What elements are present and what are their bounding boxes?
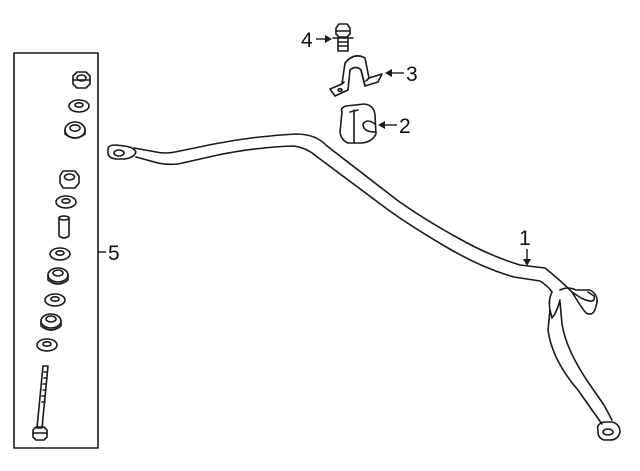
nut-icon [59,170,80,189]
link-kit-group [13,52,99,449]
link-kit-box [13,52,99,449]
bushing-icon [47,267,69,285]
callout-1: 1 [519,227,531,250]
nut-icon [72,71,91,89]
washer-icon [68,99,90,113]
washer-icon [36,338,58,352]
sleeve-icon [58,215,70,239]
bracket-icon [329,55,383,97]
arrowhead-4 [325,35,332,43]
bolt-icon [332,23,354,52]
bolt-icon [32,365,49,441]
leader-lines [98,35,531,266]
washer-icon [49,247,71,261]
arrowhead-3 [385,69,392,77]
arrowhead-1 [523,259,531,266]
callout-3: 3 [406,63,418,86]
stabilizer-bar-icon [107,133,621,441]
arrowhead-2 [378,121,385,129]
callout-2: 2 [399,115,411,138]
washer-icon [44,293,66,307]
bushing-icon [40,313,62,331]
bushing-icon [339,103,377,144]
washer-icon [55,195,77,209]
nut-icon [64,121,86,139]
callout-4: 4 [301,29,313,52]
callout-5: 5 [108,242,120,265]
